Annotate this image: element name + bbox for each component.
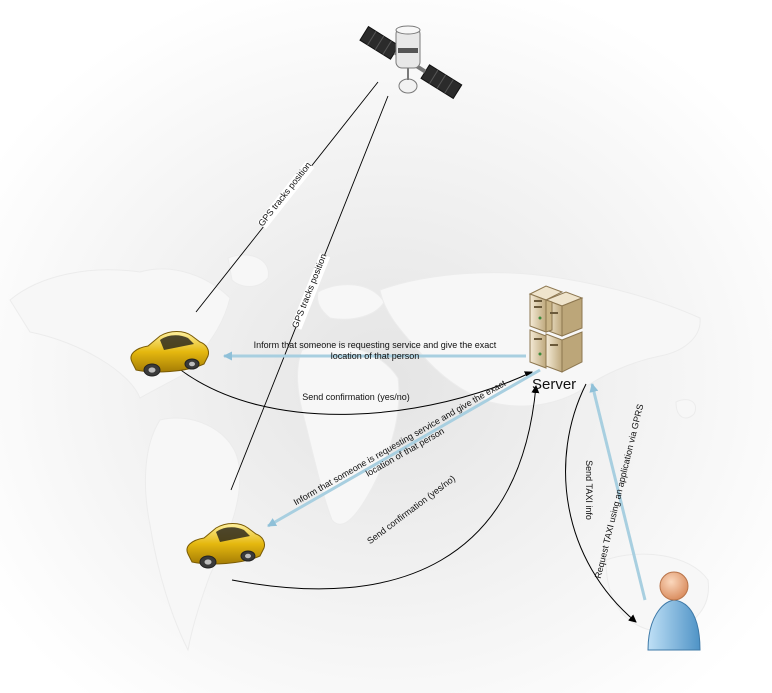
- send-taxi-label-group: Send TAXI info: [584, 460, 594, 520]
- send-taxi-arrow: [565, 383, 637, 623]
- inform-arrow-bottom: [267, 368, 541, 528]
- satellite-icon: [359, 25, 463, 100]
- server-label: Server: [532, 376, 576, 393]
- server-icon: [528, 285, 584, 373]
- taxi-car-icon-bottom: [186, 523, 265, 569]
- inform-label-top-line1: Inform that someone is requesting servic…: [254, 340, 497, 350]
- confirm-arrow-bottom: [231, 385, 540, 590]
- taxi-car-icon-top: [130, 331, 209, 377]
- inform-label-top-line2: location of that person: [331, 351, 420, 361]
- request-taxi-arrow: [589, 383, 647, 601]
- send-taxi-label: Send TAXI info: [584, 460, 594, 520]
- person-icon: [647, 571, 701, 651]
- confirm-arrow-top: [177, 367, 533, 415]
- confirm-label-top: Send confirmation (yes/no): [302, 392, 410, 402]
